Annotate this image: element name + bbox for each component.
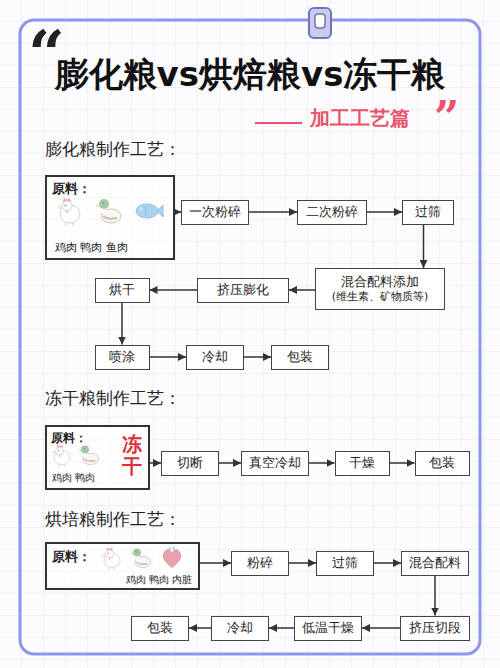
section-heading: 冻干粮制作工艺：: [45, 390, 181, 407]
step-label: 包装: [429, 455, 455, 471]
process-box: 混合配料: [401, 551, 469, 576]
flow-arrow: [244, 356, 271, 358]
step-label: 过筛: [332, 555, 358, 571]
step-label: 挤压切段: [409, 620, 461, 636]
step-label: 低温干燥: [302, 620, 354, 636]
step-label: (维生素、矿物质等): [332, 290, 429, 304]
step-label: 真空冷却: [249, 455, 301, 471]
step-label: 包装: [287, 349, 313, 365]
process-box: 包装: [415, 451, 470, 476]
raw-heading: 原料：: [52, 548, 91, 566]
step-label: 切断: [177, 455, 203, 471]
process-box: 挤压膨化: [197, 278, 289, 303]
process-box: 包装: [131, 616, 189, 641]
process-box: 过筛: [316, 551, 374, 576]
process-box: 烘干: [95, 278, 150, 303]
process-box: 冷却: [186, 345, 244, 370]
quote-mark: ”: [434, 96, 459, 140]
subtitle-dash: [255, 122, 302, 124]
raw-material-box: 原料： 鸡肉 鸭肉 内脏: [45, 542, 200, 590]
section-heading: 烘培粮制作工艺：: [45, 511, 181, 528]
flow-arrow: [269, 627, 294, 629]
flow-arrow: [289, 562, 316, 564]
flow-arrow: [309, 462, 335, 464]
flow-arrow: [423, 225, 425, 269]
flow-arrow: [150, 356, 187, 358]
raw-material-box: 原料： 鸡肉 鸭肉 鱼肉: [45, 175, 175, 260]
step-label: 冷却: [227, 620, 253, 636]
step-label: 包装: [147, 620, 173, 636]
subtitle: 加工工艺篇: [310, 108, 410, 128]
process-box: 低温干燥: [294, 616, 362, 641]
flow-arrow: [362, 627, 400, 629]
process-box: 冷却: [211, 616, 269, 641]
step-label: 混合配料添加: [341, 274, 419, 290]
flow-arrow: [249, 211, 297, 213]
process-box: 包装: [271, 345, 329, 370]
process-box: 切断: [161, 451, 219, 476]
process-box: 过筛: [402, 200, 454, 225]
step-label: 二次粉碎: [306, 204, 358, 220]
flow-arrow: [219, 462, 241, 464]
flow-arrow: [434, 576, 436, 616]
process-box: 挤压切段: [400, 616, 470, 641]
process-box: 干燥: [335, 451, 390, 476]
flow-arrow: [150, 462, 161, 464]
step-label: 干燥: [349, 455, 375, 471]
step-label: 冷却: [202, 349, 228, 365]
step-label: 粉碎: [247, 555, 273, 571]
process-box: 粉碎: [231, 551, 289, 576]
step-label: 烘干: [109, 282, 135, 298]
step-label: 混合配料: [409, 555, 461, 571]
ingredient-names: 鸡肉 鸭肉: [52, 471, 95, 485]
raw-heading: 原料：: [51, 430, 87, 447]
quote-mark: “: [28, 22, 65, 86]
step-label: 过筛: [415, 204, 441, 220]
ingredient-names: 鸡肉 鸭肉 鱼肉: [55, 240, 128, 255]
flow-arrow: [200, 562, 231, 564]
freeze-dry-mark: 冻干: [122, 433, 142, 477]
paper-clip: [309, 8, 331, 38]
step-label: 挤压膨化: [217, 282, 269, 298]
process-box: 一次粉碎: [181, 200, 249, 225]
title: 膨化粮vs烘焙粮vs冻干粮: [0, 52, 500, 98]
raw-material-box: 原料： 冻干鸡肉 鸭肉: [45, 425, 150, 490]
ingredient-names: 鸡肉 鸭肉 内脏: [126, 573, 192, 587]
process-box: 喷涂: [95, 345, 150, 370]
process-box: 混合配料添加(维生素、矿物质等): [315, 268, 445, 310]
flow-arrow: [121, 303, 123, 345]
step-label: 一次粉碎: [189, 204, 241, 220]
flow-arrow: [367, 211, 402, 213]
flow-arrow: [150, 289, 198, 291]
process-box: 二次粉碎: [297, 200, 367, 225]
flow-arrow: [289, 289, 315, 291]
step-label: 喷涂: [109, 349, 135, 365]
raw-heading: 原料：: [52, 180, 91, 198]
process-box: 真空冷却: [241, 451, 309, 476]
flow-arrow: [374, 562, 401, 564]
section-heading: 膨化粮制作工艺：: [45, 141, 181, 158]
flow-arrow: [189, 627, 211, 629]
flow-arrow: [390, 462, 415, 464]
